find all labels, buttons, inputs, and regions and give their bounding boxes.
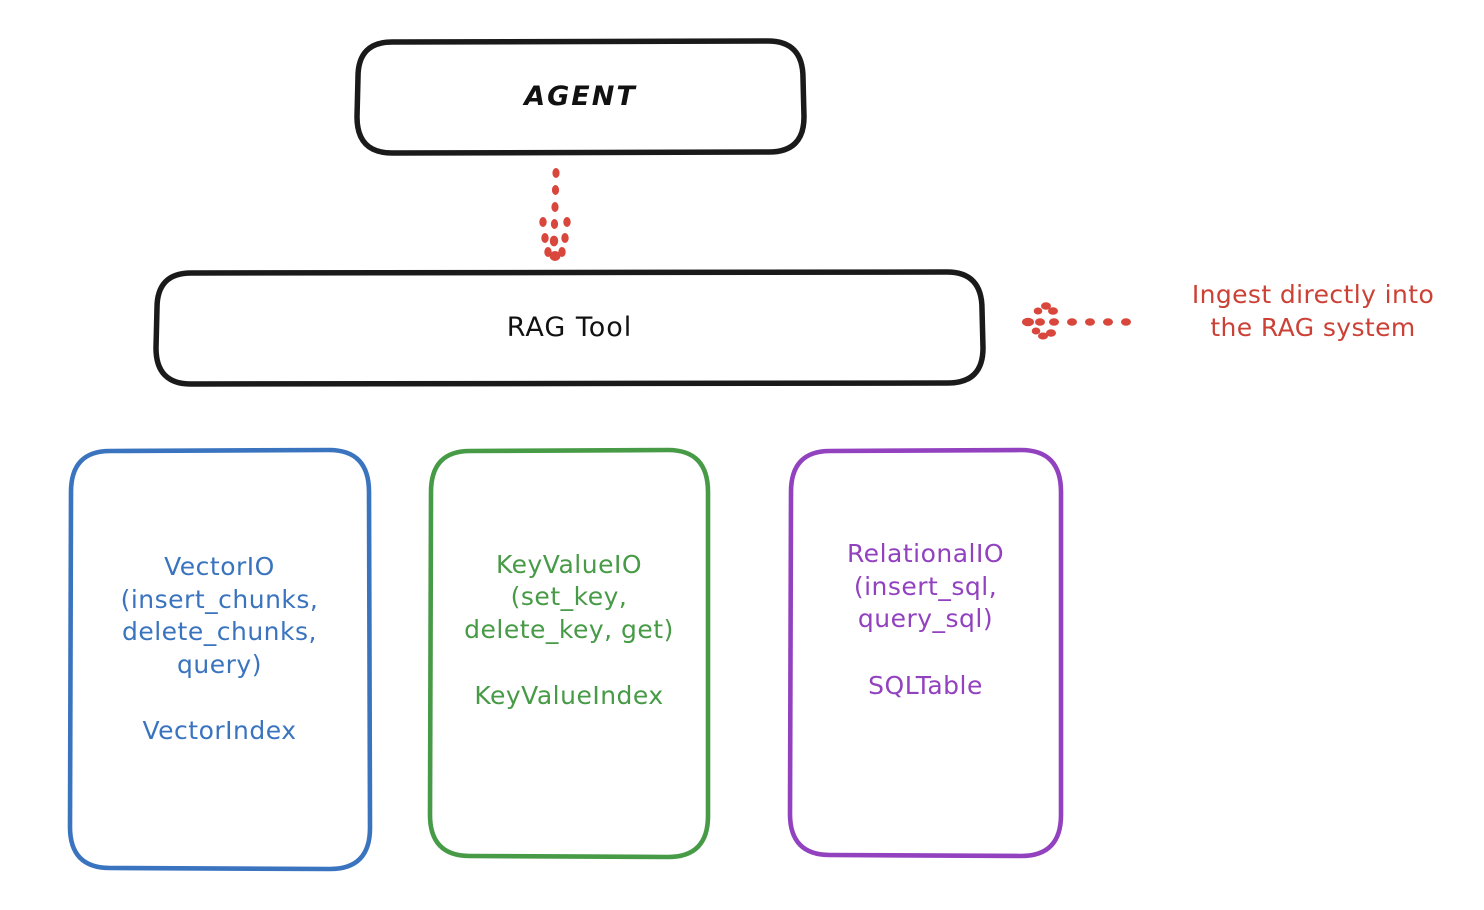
key-value-io-node[interactable]: KeyValueIO (set_key, delete_key, get) Ke…: [430, 450, 708, 857]
rag-tool-node[interactable]: RAG Tool: [156, 272, 983, 384]
vector-io-node[interactable]: VectorIO (insert_chunks, delete_chunks, …: [70, 450, 369, 869]
relational-io-api-label: RelationalIO (insert_sql, query_sql): [846, 539, 1005, 633]
ingest-connector-arrow: [1022, 302, 1131, 340]
key-value-io-api-label: KeyValueIO (set_key, delete_key, get): [464, 549, 674, 644]
agent-node[interactable]: AGENT: [357, 41, 804, 153]
key-value-io-index-label: KeyValueIndex: [474, 681, 664, 710]
agent-label: AGENT: [524, 81, 637, 113]
agent-to-rag-tool-arrow: [539, 168, 571, 261]
vector-io-index-label: VectorIndex: [142, 716, 297, 746]
relational-io-node[interactable]: RelationalIO (insert_sql, query_sql) SQL…: [790, 450, 1061, 856]
rag-tool-label: RAG Tool: [506, 312, 633, 344]
relational-io-index-label: SQLTable: [868, 670, 983, 700]
vector-io-api-label: VectorIO (insert_chunks, delete_chunks, …: [120, 552, 319, 679]
ingest-annotation-text: Ingest directly into the RAG system: [1191, 280, 1435, 342]
